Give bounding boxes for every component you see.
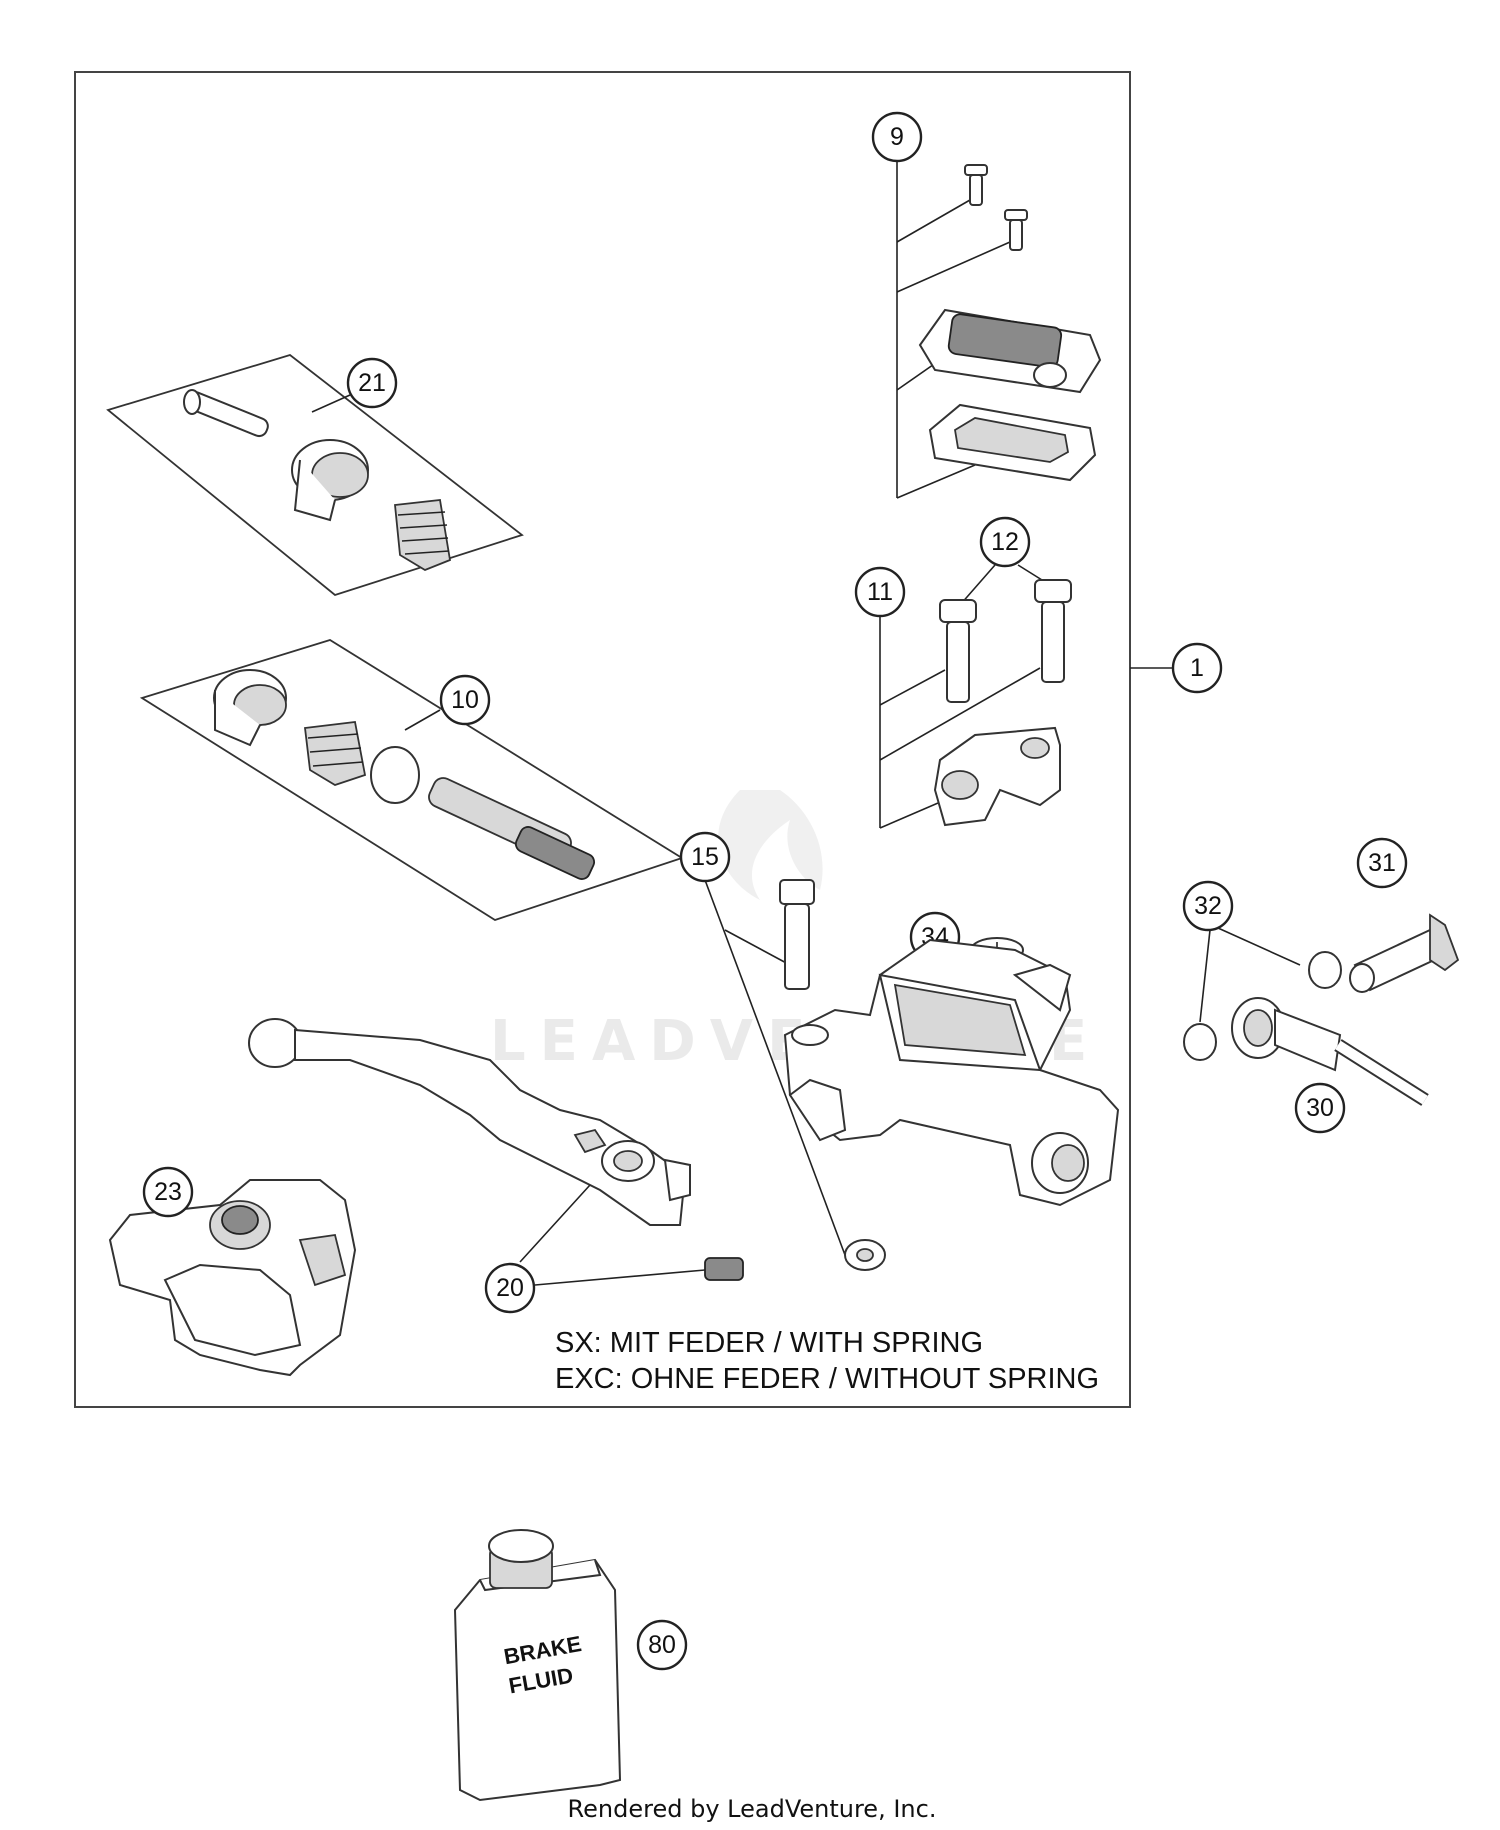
callout-1[interactable]: 1: [1171, 642, 1223, 694]
reservoir-cap: [918, 308, 1102, 394]
clamp-assembly: [879, 564, 1072, 829]
callout-9[interactable]: 9: [871, 111, 923, 163]
callout-20[interactable]: 20: [484, 1262, 536, 1314]
callout-31[interactable]: 31: [1356, 837, 1408, 889]
banjo-bolt: [1349, 913, 1460, 993]
master-cylinder-body: [783, 938, 1120, 1207]
piston: [428, 777, 596, 880]
kit-10: [139, 639, 685, 921]
cover-23: [108, 1179, 357, 1377]
callout-30[interactable]: 30: [1294, 1082, 1346, 1134]
callout-12-label: 12: [991, 528, 1019, 556]
clamp-screw: [1034, 579, 1072, 683]
reservoir-membrane: [928, 403, 1097, 482]
callout-30-label: 30: [1306, 1094, 1334, 1122]
callout-10[interactable]: 10: [439, 674, 491, 726]
pivot-nut: [844, 1239, 886, 1271]
seal-cup: [213, 669, 287, 747]
callout-20-label: 20: [496, 1274, 524, 1302]
spring: [304, 721, 367, 786]
cap-screw: [1004, 209, 1028, 251]
brake-fluid-can: BRAKE FLUID: [453, 1529, 622, 1802]
spring-note-line-1: SX: MIT FEDER / WITH SPRING: [555, 1327, 983, 1359]
callout-80[interactable]: 80: [636, 1619, 688, 1671]
callout-15-label: 15: [691, 843, 719, 871]
callout-11-label: 11: [867, 578, 893, 606]
callout-32-label: 32: [1194, 892, 1222, 920]
footer-credit: Rendered by LeadVenture, Inc.: [568, 1795, 937, 1823]
brake-hose-assembly: [1183, 913, 1460, 1106]
seal-cup: [291, 439, 369, 522]
callout-9-label: 9: [890, 123, 904, 151]
callout-1-label: 1: [1190, 654, 1204, 682]
circlip: [370, 746, 420, 804]
callout-10-label: 10: [451, 686, 479, 714]
banjo-fitting: [1231, 997, 1429, 1106]
callout-21-label: 21: [358, 369, 386, 397]
callout-12[interactable]: 12: [979, 516, 1031, 568]
adjuster-screw: [704, 1257, 744, 1281]
handlebar-clamp: [933, 726, 1061, 827]
reservoir-cap-kit: [896, 158, 1102, 499]
kit-21: [106, 354, 524, 597]
spring-note-line-2: EXC: OHNE FEDER / WITHOUT SPRING: [555, 1363, 1099, 1395]
assembly-frame: [74, 71, 1131, 1408]
callout-11[interactable]: 11: [854, 566, 906, 618]
clamp-screw: [939, 599, 977, 703]
callout-15[interactable]: 15: [679, 831, 731, 883]
callout-23-label: 23: [154, 1178, 182, 1206]
brake-lever: [248, 1018, 691, 1226]
callout-32[interactable]: 32: [1182, 880, 1234, 932]
washer: [1308, 951, 1342, 989]
cap-screw: [964, 164, 988, 206]
callout-21[interactable]: 21: [346, 357, 398, 409]
piston-pin: [183, 389, 269, 438]
spring: [394, 499, 452, 572]
callout-23[interactable]: 23: [142, 1166, 194, 1218]
callout-31-label: 31: [1368, 849, 1396, 877]
pivot-bolt-15: [704, 879, 886, 1271]
callout-80-label: 80: [648, 1631, 676, 1659]
washer: [1183, 1023, 1217, 1061]
